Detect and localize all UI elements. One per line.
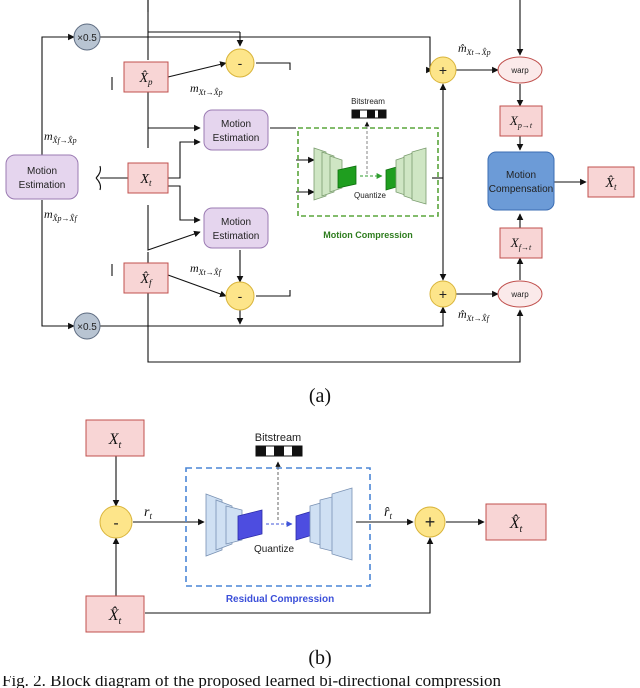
motion-compression-title: Motion Compression (323, 230, 413, 240)
svg-text:×0.5: ×0.5 (77, 33, 97, 44)
frame-xp: X̂p (123, 61, 169, 93)
svg-text:Motion: Motion (27, 166, 57, 177)
residual-compression: Quantize Residual Compression (185, 461, 371, 605)
svg-text:Quantize: Quantize (254, 544, 294, 555)
svg-text:X̂t: X̂t (509, 513, 523, 535)
svg-text:warp: warp (510, 290, 529, 299)
svg-text:-: - (238, 288, 243, 304)
minus-top: - (225, 48, 255, 78)
warp-bottom: warp (497, 280, 543, 308)
frame-xp-t: Xp→t (499, 105, 543, 137)
plus-bottom: + (429, 280, 457, 308)
svg-text:warp: warp (510, 66, 529, 75)
svg-text:Motion: Motion (221, 119, 251, 130)
encoder-layers (313, 147, 357, 201)
panel-label-a: (a) (309, 385, 331, 407)
frame-xt-b: Xt (85, 419, 145, 457)
svg-text:Xt: Xt (108, 431, 122, 451)
res-encoder-layers (205, 493, 263, 557)
svg-text:Bitstream: Bitstream (255, 432, 301, 444)
frame-xf-t: Xf→t (499, 227, 543, 259)
svg-text:Bitstream: Bitstream (351, 97, 385, 106)
residual-compression-title: Residual Compression (226, 594, 334, 605)
svg-text:×0.5: ×0.5 (77, 322, 97, 333)
motion-compensation: Motion Compensation (487, 151, 555, 211)
svg-text:Xt: Xt (139, 172, 152, 188)
decoder-layers (385, 147, 427, 205)
svg-text:Quantize: Quantize (354, 191, 387, 200)
svg-text:+: + (425, 512, 436, 532)
diagram-a (41, 0, 587, 363)
scale-bottom: ×0.5 (73, 312, 101, 340)
rhat-label: r̂t (384, 505, 392, 521)
frame-xhat-t-in: X̂t (85, 595, 145, 633)
figure-caption: Fig. 2. Block diagram of the proposed le… (2, 676, 502, 688)
svg-text:Estimation: Estimation (213, 133, 260, 144)
frame-xhat-t-out: X̂t (485, 503, 547, 541)
svg-text:-: - (238, 55, 243, 71)
res-decoder-layers (295, 487, 353, 561)
svg-text:Estimation: Estimation (19, 180, 66, 191)
svg-text:Motion: Motion (506, 170, 536, 181)
scale-top: ×0.5 (73, 23, 101, 51)
svg-text:mXt→X̂f: mXt→X̂f (190, 261, 223, 277)
svg-text:+: + (439, 286, 447, 302)
r-label: rt (144, 505, 152, 521)
bitstream-a: Bitstream (351, 97, 387, 119)
frame-output-a: X̂t (587, 166, 635, 198)
svg-text:mXt→X̂p: mXt→X̂p (190, 81, 223, 97)
svg-text:m̂Xt→X̂p: m̂Xt→X̂p (458, 41, 491, 57)
bitstream-b: Bitstream (255, 432, 303, 457)
minus-bottom: - (225, 281, 255, 311)
svg-text:m̂Xt→X̂f: m̂Xt→X̂f (458, 307, 491, 323)
motion-compression: Quantize Motion Compression (297, 121, 439, 240)
diagram-b-lines (112, 456, 485, 614)
frame-xt: Xt (127, 162, 169, 194)
motion-estimation-left: Motion Estimation (5, 154, 79, 200)
svg-text:mX̂p→X̂f: mX̂p→X̂f (44, 207, 78, 223)
svg-text:mX̂f→X̂p: mX̂f→X̂p (44, 129, 77, 145)
svg-text:X̂t: X̂t (604, 175, 617, 192)
svg-text:X̂t: X̂t (108, 605, 122, 627)
warp-top: warp (497, 56, 543, 84)
motion-estimation-top: Motion Estimation (203, 109, 269, 151)
svg-text:Estimation: Estimation (213, 231, 260, 242)
motion-estimation-bottom: Motion Estimation (203, 207, 269, 249)
plus-b: + (414, 506, 446, 538)
minus-b: - (99, 505, 133, 539)
frame-xf: X̂f (123, 262, 169, 294)
svg-text:+: + (439, 62, 447, 78)
panel-label-b: (b) (308, 647, 331, 669)
plus-top: + (429, 56, 457, 84)
svg-text:Compensation: Compensation (489, 184, 553, 195)
svg-text:-: - (113, 515, 118, 532)
svg-text:Motion: Motion (221, 217, 251, 228)
